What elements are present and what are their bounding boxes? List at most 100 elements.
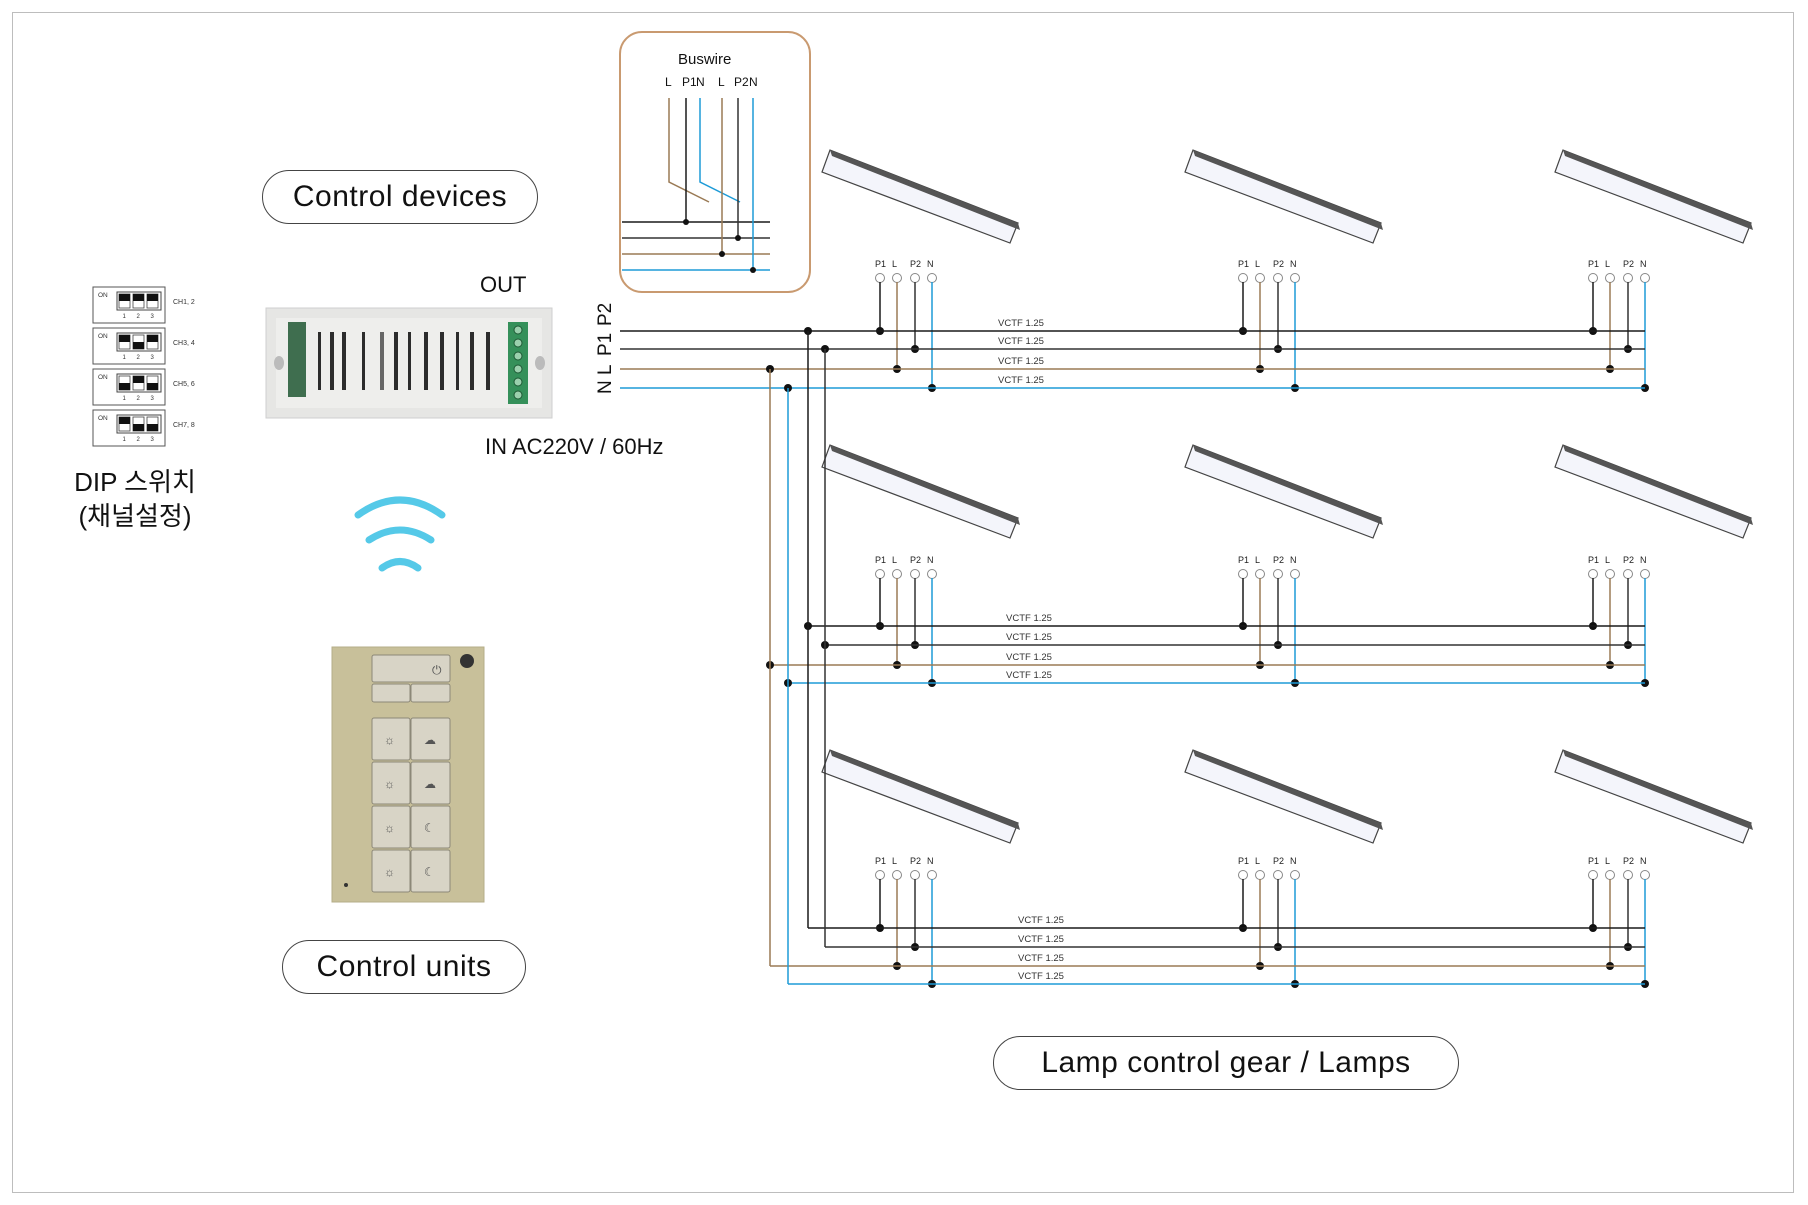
lamp-terminal <box>875 870 885 880</box>
lamp-terminal-label: P1 <box>1238 555 1249 565</box>
lamp-terminal <box>910 870 920 880</box>
lamp-frame <box>1193 445 1383 525</box>
lamp-frame <box>830 445 1020 525</box>
lamp-terminal <box>1640 273 1650 283</box>
lamp-terminal-label: L <box>1255 856 1260 866</box>
lamp-frame <box>1193 150 1383 230</box>
dip-switch-caption: DIP 스위치 (채널설정) <box>60 465 210 533</box>
lamp-terminal-label: P2 <box>1623 555 1634 565</box>
dip-number: 2 <box>137 396 141 402</box>
lamp-panel <box>1184 149 1383 244</box>
lamp-terminal-label: P1 <box>875 555 886 565</box>
dip-toggle-knob <box>119 335 130 342</box>
buswire-terminal-label: N <box>749 75 758 89</box>
lamp-panel <box>1554 444 1753 539</box>
lamp-terminal-label: L <box>892 555 897 565</box>
lamp-terminal-label: P2 <box>910 856 921 866</box>
wireless-arc-middle <box>365 526 435 544</box>
buswire-terminal-label: L <box>665 75 672 89</box>
dip-number: 2 <box>137 314 141 320</box>
lamp-terminal-label: N <box>1290 555 1297 565</box>
lamp-terminal <box>1273 870 1283 880</box>
lamp-terminal-label: P1 <box>1588 856 1599 866</box>
lamp-terminal-label: P1 <box>875 259 886 269</box>
dip-number: 2 <box>137 355 141 361</box>
lamp-terminal-label: P1 <box>1238 259 1249 269</box>
dip-toggle-knob <box>147 383 158 390</box>
scene-button-left[interactable] <box>371 805 411 849</box>
lamp-diffuser <box>1554 749 1752 844</box>
diagram-frame <box>12 12 1794 1193</box>
lamp-terminal <box>1290 273 1300 283</box>
lamp-terminal-label: L <box>1255 555 1260 565</box>
lamp-diffuser <box>1184 444 1382 539</box>
scene-button-right[interactable] <box>410 805 451 849</box>
input-voltage-label: IN AC220V / 60Hz <box>485 434 664 459</box>
terminal-screw <box>513 338 523 348</box>
lamp-terminal <box>1623 870 1633 880</box>
lamp-diffuser <box>821 149 1019 244</box>
lamp-terminal <box>875 273 885 283</box>
lamp-terminal-label: P2 <box>910 555 921 565</box>
pcb-stripe <box>440 332 444 390</box>
lamp-terminal <box>1238 273 1248 283</box>
lamp-terminal-label: N <box>1640 259 1647 269</box>
dip-number: 3 <box>151 355 155 361</box>
buswire-junction <box>735 235 741 241</box>
dip-toggle-knob <box>147 294 158 301</box>
dip-toggle-knob <box>133 342 144 349</box>
lamp-panel <box>821 444 1020 539</box>
dip-channel-label: CH1, 2 <box>173 299 195 306</box>
lamp-terminal <box>1290 870 1300 880</box>
cable-label: VCTF 1.25 <box>998 356 1044 367</box>
dip-toggle-knob <box>133 424 144 431</box>
lamp-terminal <box>927 569 937 579</box>
lamp-diffuser <box>1554 149 1752 244</box>
terminal-screw <box>513 351 523 361</box>
dip-channel-label: CH7, 8 <box>173 422 195 429</box>
lamp-terminal-label: L <box>1605 856 1610 866</box>
scene-button-right[interactable] <box>410 717 451 761</box>
power-button[interactable] <box>371 654 451 683</box>
cable-label: VCTF 1.25 <box>1006 613 1052 624</box>
cable-label: VCTF 1.25 <box>1018 915 1064 926</box>
lamp-diffuser <box>1184 149 1382 244</box>
lamp-terminal-label: P2 <box>1273 555 1284 565</box>
cable-label: VCTF 1.25 <box>1006 632 1052 643</box>
scene-button-right[interactable] <box>410 849 451 893</box>
dip-toggle-knob <box>119 294 130 301</box>
pcb-stripe <box>342 332 346 390</box>
terminal-screw <box>513 377 523 387</box>
dip-on-label: ON <box>98 333 108 340</box>
moon-icon: ☾ <box>424 865 435 879</box>
cable-label: VCTF 1.25 <box>1018 971 1064 982</box>
lamp-panel <box>821 149 1020 244</box>
control-devices-label: Control devices <box>262 170 538 224</box>
lamp-terminal <box>1238 870 1248 880</box>
dip-toggle-knob <box>119 383 130 390</box>
scene-button-left[interactable] <box>371 717 411 761</box>
lamp-terminal <box>1640 569 1650 579</box>
pcb-stripe <box>456 332 459 390</box>
lamp-terminal-label: L <box>1605 555 1610 565</box>
scene-button-left[interactable] <box>371 849 411 893</box>
dip-toggle-knob <box>119 417 130 424</box>
pcb-stripe <box>330 332 334 390</box>
scene-button-right[interactable] <box>410 761 451 805</box>
lamp-terminal <box>927 870 937 880</box>
main-bus-label: N <box>595 380 616 394</box>
lamp-frame <box>1563 750 1753 830</box>
small-left-button[interactable] <box>371 683 411 703</box>
sun-icon: ☼ <box>384 865 395 879</box>
small-right-button[interactable] <box>410 683 451 703</box>
terminal-screw <box>513 390 523 400</box>
lamp-terminal-label: L <box>1255 259 1260 269</box>
dip-number: 1 <box>123 396 127 402</box>
scene-button-left[interactable] <box>371 761 411 805</box>
